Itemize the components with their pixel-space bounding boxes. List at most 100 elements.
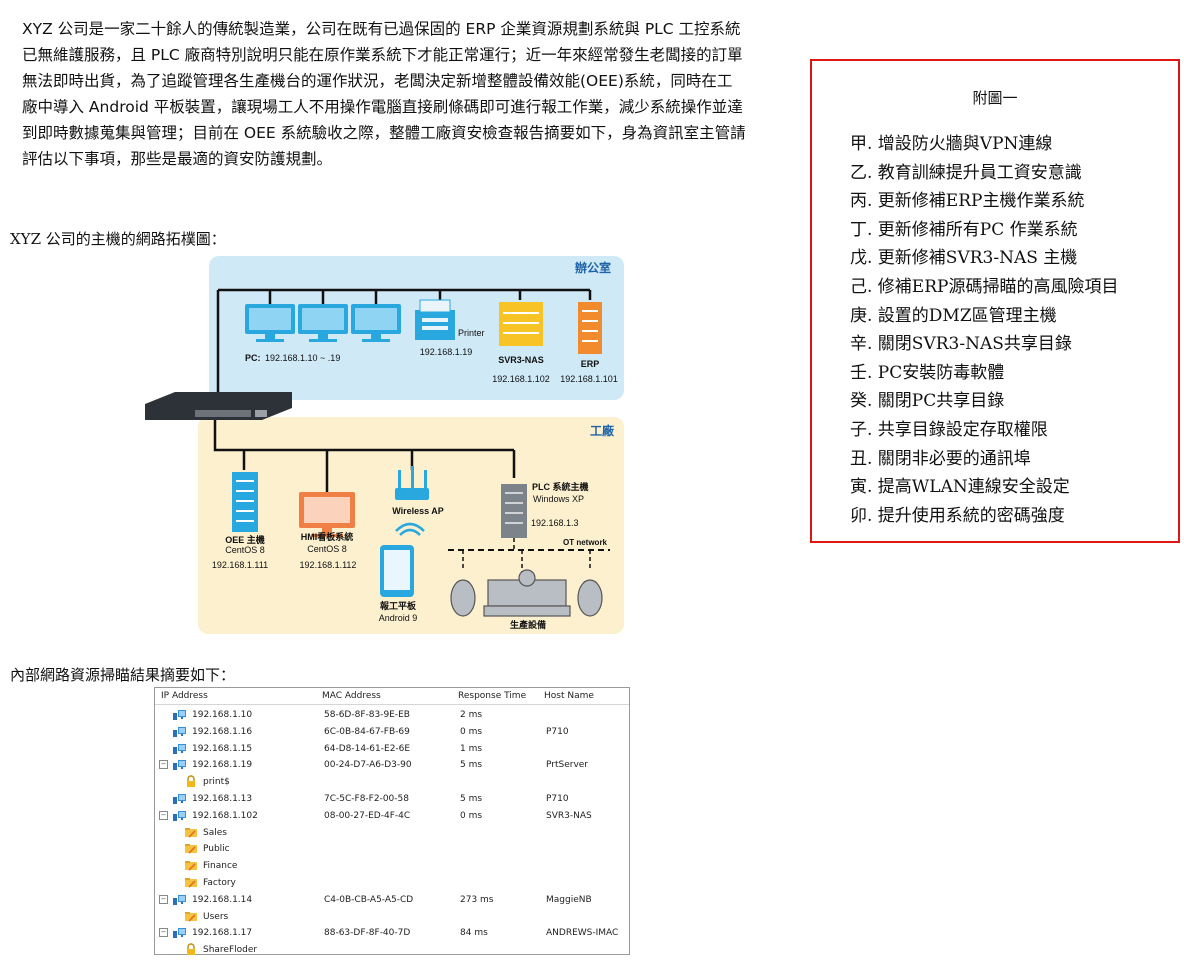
tablet-label: 報工平板 xyxy=(380,600,417,611)
mac-address-cell: 7C-5C-F8-F2-00-58 xyxy=(324,794,409,804)
oee-server-icon xyxy=(232,472,258,532)
share-row[interactable]: ShareFloder xyxy=(155,942,629,958)
share-name-cell: print$ xyxy=(203,777,230,788)
network-switch-icon xyxy=(145,392,292,420)
scan-results-table: IP Address MAC Address Response Time Hos… xyxy=(154,687,630,958)
office-zone-label: 辦公室 xyxy=(575,260,611,275)
column-header-response[interactable]: Response Time xyxy=(458,691,527,701)
ip-address-cell: 192.168.1.10 xyxy=(192,710,253,720)
printer-ip: 192.168.1.19 xyxy=(420,347,473,357)
erp-label: ERP xyxy=(581,359,600,369)
shared-folder-icon xyxy=(185,827,197,838)
lock-share-icon xyxy=(187,775,195,788)
appendix-item: 丑. 關閉非必要的通訊埠 xyxy=(850,448,1031,469)
column-header-mac[interactable]: MAC Address xyxy=(322,691,381,701)
column-header-host[interactable]: Host Name xyxy=(544,691,594,701)
erp-ip: 192.168.1.101 xyxy=(560,374,618,384)
appendix-item: 丁. 更新修補所有PC 作業系統 xyxy=(850,219,1078,240)
mac-address-cell: 58-6D-8F-83-9E-EB xyxy=(324,710,410,720)
ip-address-cell: 192.168.1.15 xyxy=(192,743,253,754)
tablet-os: Android 9 xyxy=(379,613,418,623)
production-equipment-icon xyxy=(450,569,603,617)
shared-folder-icon xyxy=(185,878,197,888)
collapse-toggle-icon[interactable]: − xyxy=(159,810,168,820)
scan-table-header: IP Address MAC Address Response Time Hos… xyxy=(155,688,629,705)
collapse-toggle-icon[interactable]: − xyxy=(159,760,168,770)
computer-icon xyxy=(173,726,186,737)
oee-ip: 192.168.1.111 xyxy=(212,560,268,570)
office-zone xyxy=(209,256,624,400)
mac-address-cell: 00-24-D7-A6-D3-90 xyxy=(324,760,412,771)
appendix-item: 壬. PC安裝防毒軟體 xyxy=(850,362,1005,383)
computer-icon xyxy=(173,894,186,905)
collapse-toggle-icon[interactable]: − xyxy=(159,894,168,904)
response-time-cell: 5 ms xyxy=(460,794,483,804)
factory-zone xyxy=(198,417,624,634)
share-row[interactable]: Users xyxy=(155,909,629,925)
scan-heading: 內部網路資源掃瞄結果摘要如下： xyxy=(10,666,236,684)
share-row[interactable]: Public xyxy=(155,841,629,857)
equipment-label: 生產設備 xyxy=(510,619,546,630)
appendix-list: 甲. 增設防火牆與VPN連線 乙. 教育訓練提升員工資安意識 丙. 更新修補ER… xyxy=(850,130,1118,530)
appendix-item: 癸. 關閉PC共享目錄 xyxy=(850,391,1005,412)
pc-monitor-icon xyxy=(245,304,401,342)
share-row[interactable]: Finance xyxy=(155,858,629,874)
host-name-cell: PrtServer xyxy=(546,760,589,771)
response-time-cell: 84 ms xyxy=(460,928,488,939)
printer-icon xyxy=(415,299,455,340)
ip-address-cell: 192.168.1.17 xyxy=(192,928,253,939)
ip-address-cell: 192.168.1.19 xyxy=(192,760,253,771)
host-name-cell: P710 xyxy=(546,794,569,804)
nas-server-icon xyxy=(499,302,543,346)
share-row[interactable]: Sales xyxy=(155,825,629,841)
mac-address-cell: 08-00-27-ED-4F-4C xyxy=(324,810,411,821)
computer-icon xyxy=(173,794,186,804)
nas-label: SVR3-NAS xyxy=(498,355,544,365)
host-row[interactable]: − 192.168.1.17 88-63-DF-8F-40-7D 84 ms ANDRE… xyxy=(155,925,629,941)
response-time-cell: 0 ms xyxy=(460,810,483,821)
factory-zone-label: 工廠 xyxy=(590,423,615,438)
host-name-cell: ANDREWS-IMAC xyxy=(546,928,619,939)
mac-address-cell: 64-D8-14-61-E2-6E xyxy=(324,743,411,754)
response-time-cell: 0 ms xyxy=(460,726,483,737)
collapse-toggle-icon[interactable]: − xyxy=(159,928,168,938)
hmi-os: CentOS 8 xyxy=(307,544,347,554)
hmi-ip: 192.168.1.112 xyxy=(300,560,357,570)
appendix-item: 庚. 設置的DMZ區管理主機 xyxy=(850,305,1057,326)
wifi-signal-icon xyxy=(395,522,425,536)
mac-address-cell: 6C-0B-84-67-FB-69 xyxy=(324,726,410,737)
mac-address-cell: 88-63-DF-8F-40-7D xyxy=(324,928,411,939)
erp-server-icon xyxy=(578,302,602,354)
hmi-monitor-icon xyxy=(299,492,355,537)
ot-network-label: OT network xyxy=(563,538,608,547)
shared-folder-icon xyxy=(185,844,197,854)
plc-ip: 192.168.1.3 xyxy=(531,518,579,528)
share-row[interactable]: Factory xyxy=(155,875,629,891)
pc-ip-range: 192.168.1.10 ~ .19 xyxy=(265,353,340,363)
share-name-cell: Sales xyxy=(203,827,227,838)
appendix-item: 乙. 教育訓練提升員工資安意識 xyxy=(850,162,1082,183)
share-name-cell: ShareFloder xyxy=(203,945,258,956)
computer-icon xyxy=(173,743,186,754)
appendix-item: 卯. 提升使用系統的密碼強度 xyxy=(850,505,1065,526)
intro-paragraph: XYZ 公司是一家二十餘人的傳統製造業，公司在既有已過保固的 ERP 企業資源規… xyxy=(22,16,747,172)
share-name-cell: Factory xyxy=(203,878,236,888)
column-header-ip[interactable]: IP Address xyxy=(161,691,208,701)
appendix-item: 辛. 關閉SVR3-NAS共享目錄 xyxy=(850,334,1072,355)
hmi-label: HMI看板系統 xyxy=(301,531,354,542)
appendix-item: 丙. 更新修補ERP主機作業系統 xyxy=(850,191,1085,212)
computer-icon xyxy=(173,760,186,771)
printer-label: Printer xyxy=(458,328,485,338)
share-row[interactable]: print$ xyxy=(155,774,629,790)
host-name-cell: P710 xyxy=(546,726,569,737)
plc-server-icon xyxy=(501,484,527,538)
pc-label: PC: xyxy=(245,353,261,363)
appendix-title: 附圖一 xyxy=(972,89,1018,107)
